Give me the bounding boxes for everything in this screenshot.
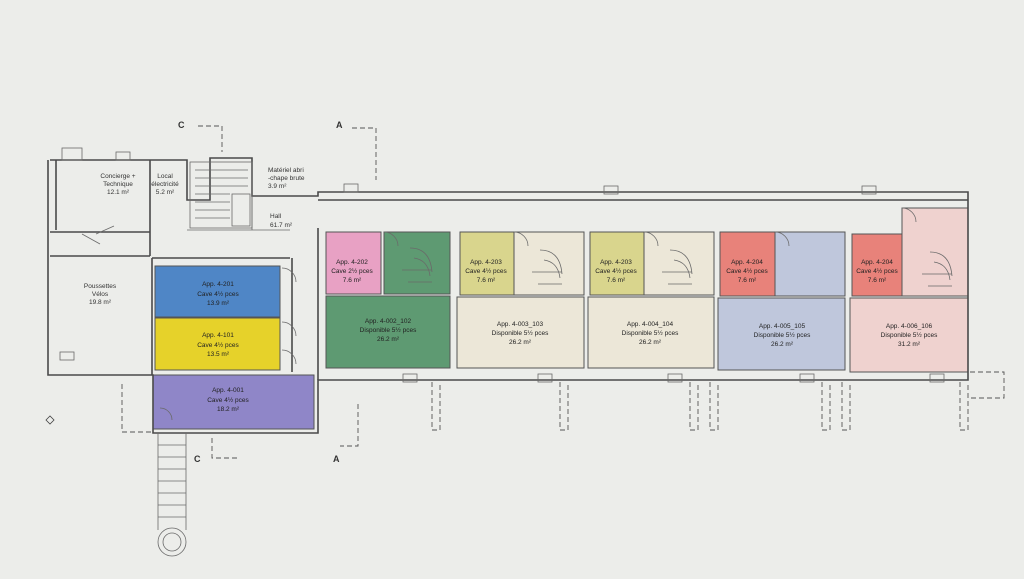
label-app-4-006-106: App. 4-006_106 <box>886 323 933 330</box>
label-app-4-202-area: 7.6 m² <box>343 277 362 284</box>
label-app-4-201-desc: Cave 4½ pces <box>197 290 239 298</box>
outer-walls <box>47 157 969 434</box>
label-poussettes-2: Vélos <box>92 291 109 298</box>
label-app-4-203b: App. 4-203 <box>600 259 632 266</box>
label-app-4-101-desc: Cave 4½ pces <box>197 341 239 349</box>
label-app-4-204a-area: 7.6 m² <box>738 277 757 284</box>
label-app-4-005-105-desc: Disponible 5½ pces <box>754 331 811 339</box>
label-app-4-203b-desc: Cave 4½ pces <box>595 267 637 275</box>
label-app-4-202: App. 4-202 <box>336 259 368 266</box>
room-app-4-101[interactable] <box>154 317 281 371</box>
label-app-4-002-102-desc: Disponible 5½ pces <box>360 326 417 334</box>
label-app-4-101: App. 4-101 <box>202 332 234 339</box>
label-app-4-003-103: App. 4-003_103 <box>497 321 544 328</box>
label-app-4-003-103-desc: Disponible 5½ pces <box>492 329 549 337</box>
door-swings <box>81 207 917 421</box>
label-app-4-204b-desc: Cave 4½ pces <box>856 267 898 275</box>
marker-diamond-icon <box>45 415 55 425</box>
label-hall: Hall <box>270 213 282 220</box>
label-conciergerie-1: Concierge + <box>100 173 135 180</box>
room-app-4-203b[interactable] <box>589 231 645 296</box>
label-app-4-004-104-desc: Disponible 5½ pces <box>622 329 679 337</box>
spiral-stairs <box>402 247 953 287</box>
light-wells <box>121 371 1005 433</box>
label-app-4-203a: App. 4-203 <box>470 259 502 266</box>
label-app-4-204a: App. 4-204 <box>731 259 763 266</box>
label-app-4-005-105: App. 4-005_105 <box>759 323 806 330</box>
label-app-4-204b-area: 7.6 m² <box>868 277 887 284</box>
label-app-4-004-104-area: 26.2 m² <box>639 339 662 346</box>
room-app-4-005-105[interactable] <box>717 297 846 371</box>
entrance-ramp <box>157 433 187 557</box>
room-stair-4 <box>774 231 846 297</box>
room-stair-2 <box>513 231 585 296</box>
room-app-4-002-102[interactable] <box>325 295 451 369</box>
room-app-4-204a[interactable] <box>719 231 776 297</box>
label-app-4-202-desc: Cave 2½ pces <box>331 267 373 275</box>
label-app-4-004-104: App. 4-004_104 <box>627 321 674 328</box>
label-app-4-001: App. 4-001 <box>212 387 244 394</box>
room-app-4-204b[interactable] <box>851 233 903 297</box>
room-stair-1 <box>383 231 451 295</box>
label-poussettes-area: 19.8 m² <box>89 299 112 306</box>
section-marker-c-bottom: C <box>194 454 201 464</box>
label-materiel-area: 3.9 m² <box>268 183 287 190</box>
label-app-4-201-area: 13.9 m² <box>207 300 230 307</box>
room-app-4-004-104[interactable] <box>587 296 715 369</box>
section-marker-a-bottom: A <box>333 454 340 464</box>
room-app-4-203a[interactable] <box>459 231 515 296</box>
label-app-4-101-area: 13.5 m² <box>207 351 230 358</box>
room-app-4-001[interactable] <box>152 374 315 430</box>
label-app-4-204b: App. 4-204 <box>861 259 893 266</box>
label-app-4-005-105-area: 26.2 m² <box>771 341 794 348</box>
label-app-4-003-103-area: 26.2 m² <box>509 339 532 346</box>
room-stair-3 <box>643 231 715 296</box>
label-app-4-203a-area: 7.6 m² <box>477 277 496 284</box>
label-hall-area: 61.7 m² <box>270 222 293 229</box>
room-app-4-003-103[interactable] <box>456 296 585 369</box>
label-app-4-001-desc: Cave 4½ pces <box>207 396 249 404</box>
label-app-4-006-106-desc: Disponible 5½ pces <box>881 331 938 339</box>
label-app-4-203b-area: 7.6 m² <box>607 277 626 284</box>
section-lines <box>198 125 377 459</box>
label-app-4-203a-desc: Cave 4½ pces <box>465 267 507 275</box>
label-app-4-006-106-area: 31.2 m² <box>898 341 921 348</box>
room-stair-5 <box>901 207 969 297</box>
room-app-4-202[interactable] <box>325 231 382 295</box>
label-app-4-204a-desc: Cave 4½ pces <box>726 267 768 275</box>
label-app-4-201: App. 4-201 <box>202 281 234 288</box>
label-app-4-002-102-area: 26.2 m² <box>377 336 400 343</box>
label-local-elec-2: électricité <box>151 181 179 188</box>
stair-core-left <box>189 161 253 229</box>
label-conciergerie-area: 12.1 m² <box>107 189 130 196</box>
room-app-4-201[interactable] <box>154 265 281 318</box>
section-marker-a-top: A <box>336 120 343 130</box>
label-conciergerie-2: Technique <box>103 181 133 188</box>
label-local-elec-area: 5.2 m² <box>156 189 175 196</box>
label-poussettes-1: Poussettes <box>84 283 117 290</box>
facade-windows <box>59 147 945 383</box>
label-materiel-1: Matériel abri <box>268 167 304 174</box>
section-marker-c-top: C <box>178 120 185 130</box>
label-app-4-002-102: App. 4-002_102 <box>365 318 412 325</box>
label-materiel-2: -chape brute <box>268 175 305 182</box>
label-local-elec-1: Local <box>157 173 173 180</box>
label-app-4-001-area: 18.2 m² <box>217 406 240 413</box>
room-app-4-006-106[interactable] <box>849 297 969 373</box>
